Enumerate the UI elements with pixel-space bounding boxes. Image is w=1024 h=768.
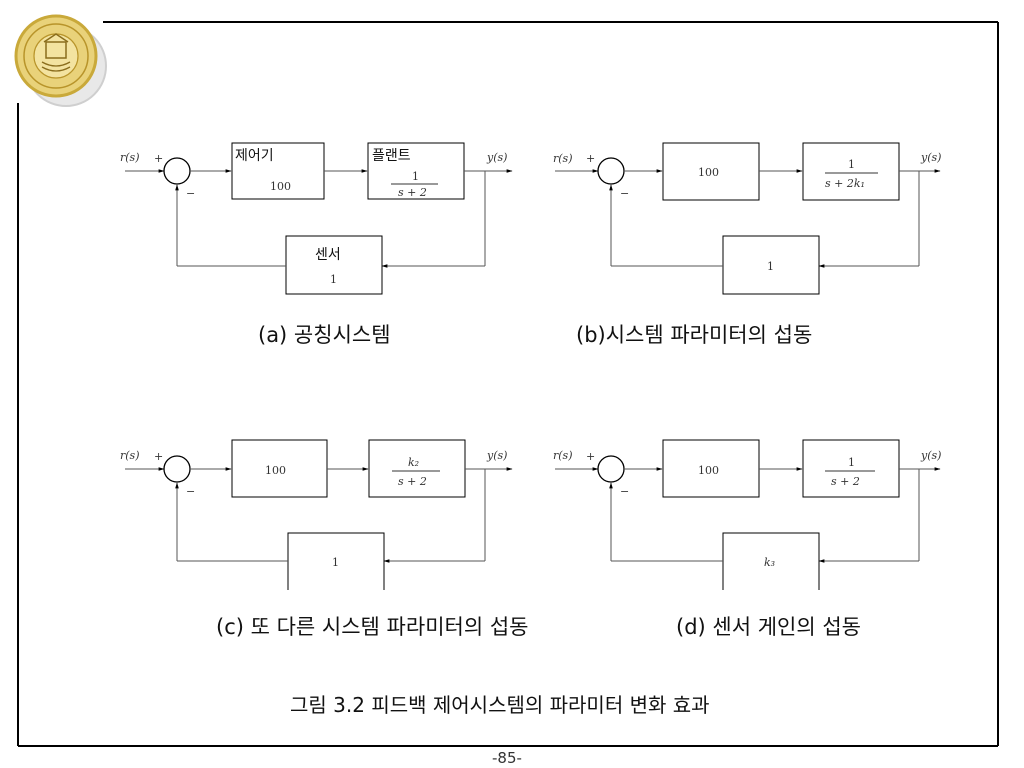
- page-number: -85-: [492, 749, 522, 767]
- caption-c: (c) 또 다른 시스템 파라미터의 섭동: [216, 615, 529, 639]
- input-label: r(s): [553, 449, 573, 462]
- figure-caption: 그림 3.2 피드백 제어시스템의 파라미터 변화 효과: [290, 693, 710, 717]
- plus-sign: +: [586, 450, 595, 463]
- plus-sign: +: [154, 152, 163, 165]
- plant-denominator: s + 2: [398, 475, 427, 488]
- controller-gain: 100: [270, 180, 291, 193]
- plant-title: 플랜트: [372, 148, 411, 164]
- controller-gain: 100: [265, 464, 286, 477]
- sensor-gain: 1: [767, 260, 774, 273]
- sensor-gain: 1: [332, 556, 339, 569]
- input-label: r(s): [120, 449, 140, 462]
- minus-sign: −: [186, 187, 195, 200]
- block-diagram-b: r(s) + − 100 1 s + 2k₁ y(s) 1: [553, 142, 941, 295]
- university-seal-logo: [14, 14, 107, 107]
- output-label: y(s): [486, 151, 507, 164]
- plant-denominator: s + 2k₁: [825, 177, 865, 190]
- block-diagram-d: r(s) + − 100 1 s + 2 y(s) k₃: [553, 439, 941, 590]
- caption-b: (b)시스템 파라미터의 섭동: [576, 323, 813, 347]
- block-diagram-a: r(s) + − 제어기 100 플랜트 1 s + 2 y(s) 센서 1: [120, 142, 513, 295]
- sensor-gain: 1: [330, 273, 337, 286]
- sensor-title: 센서: [315, 247, 341, 263]
- plant-denominator: s + 2: [398, 186, 427, 199]
- sensor-gain: k₃: [764, 556, 775, 569]
- output-label: y(s): [920, 449, 941, 462]
- minus-sign: −: [620, 485, 629, 498]
- plant-denominator: s + 2: [831, 475, 860, 488]
- controller-title: 제어기: [235, 148, 274, 164]
- plant-numerator: 1: [848, 456, 855, 469]
- input-label: r(s): [553, 152, 573, 165]
- controller-gain: 100: [698, 166, 719, 179]
- plant-numerator: 1: [412, 170, 419, 183]
- caption-a: (a) 공칭시스템: [258, 323, 391, 347]
- plant-numerator: k₂: [408, 456, 419, 469]
- output-label: y(s): [486, 449, 507, 462]
- controller-gain: 100: [698, 464, 719, 477]
- plus-sign: +: [586, 152, 595, 165]
- input-label: r(s): [120, 151, 140, 164]
- plant-numerator: 1: [848, 158, 855, 171]
- caption-d: (d) 센서 게인의 섭동: [676, 615, 861, 639]
- output-label: y(s): [920, 151, 941, 164]
- minus-sign: −: [620, 187, 629, 200]
- block-diagram-c: r(s) + − 100 k₂ s + 2 y(s) 1: [120, 439, 513, 590]
- minus-sign: −: [186, 485, 195, 498]
- plus-sign: +: [154, 450, 163, 463]
